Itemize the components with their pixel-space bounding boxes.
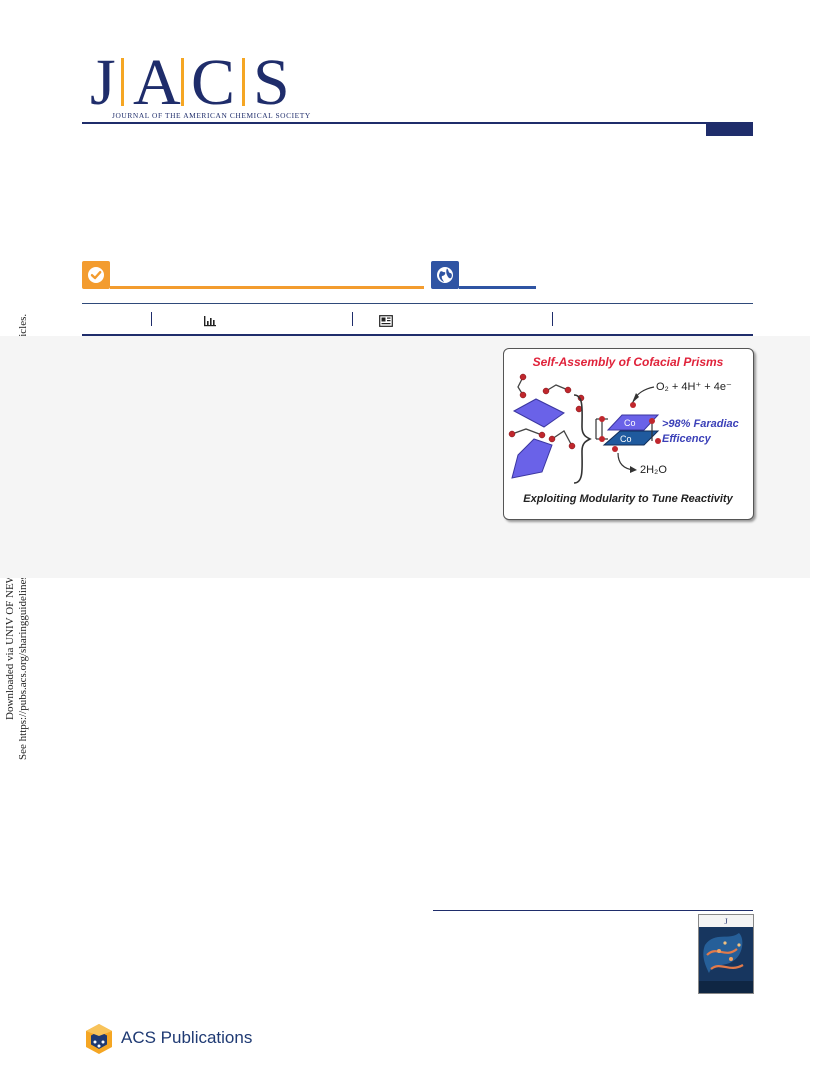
reaction-product: 2H₂O [640, 464, 667, 476]
bar-chart-icon[interactable] [203, 315, 217, 327]
cover-journal-mark: J [724, 917, 727, 926]
reaction-reactants: O₂ + 4H⁺ + 4e⁻ [656, 381, 732, 393]
logo-separator [121, 58, 124, 106]
toc-title: Self-Assembly of Cofacial Prisms [533, 355, 724, 369]
toc-caption: Exploiting Modularity to Tune Reactivity [523, 493, 733, 505]
open-access-rule [110, 286, 424, 289]
open-access-badge[interactable] [82, 261, 110, 289]
article-icon[interactable] [379, 315, 393, 327]
efficiency-line1: >98% Faradiac [662, 418, 739, 430]
logo-separator [181, 58, 184, 106]
metrics-top-rule [82, 303, 753, 304]
globe-icon [437, 267, 453, 283]
acs-publications-logo[interactable]: ACS Publications [82, 1022, 252, 1056]
logo-letter-c: C [191, 46, 236, 119]
metrics-divider [552, 312, 553, 326]
cofacial-prism: Co Co [595, 402, 661, 452]
rhombus-shape [511, 438, 553, 479]
metrics-divider [352, 312, 353, 326]
arrow-in-head [632, 393, 639, 403]
journal-cover-thumbnail[interactable]: J [698, 914, 754, 994]
checkmark-icon [88, 267, 104, 283]
globe-rule [459, 286, 536, 289]
metal-label-top: Co [624, 418, 636, 428]
metrics-divider [151, 312, 152, 326]
logo-letter-j: J [90, 46, 116, 119]
logo-letter-s: S [253, 46, 290, 119]
logo-separator [242, 58, 245, 106]
acs-publications-text: ACS Publications [121, 1028, 253, 1047]
acs-hexagon-icon [86, 1024, 112, 1054]
toc-graphic-svg: Self-Assembly of Cofacial Prisms [508, 355, 739, 505]
cover-art: J [699, 915, 753, 993]
journal-subtitle: JOURNAL OF THE AMERICAN CHEMICAL SOCIETY [112, 111, 311, 120]
arrow-out-head [630, 466, 637, 473]
header-rule [82, 122, 753, 124]
metal-label-bottom: Co [620, 434, 632, 444]
article-type-tab [706, 123, 753, 136]
journal-logo[interactable]: J A C S JOURNAL OF THE AMERICAN CHEMICAL… [82, 46, 312, 122]
linker-group [511, 376, 573, 447]
footnote-rule [433, 910, 753, 911]
linker-nodes [508, 373, 585, 450]
metrics-bottom-rule [82, 334, 753, 336]
rhombus-shape [512, 398, 565, 428]
efficiency-line2: Efficency [662, 433, 712, 445]
globe-badge[interactable] [431, 261, 459, 289]
brace [573, 394, 592, 484]
toc-graphic: Self-Assembly of Cofacial Prisms [503, 348, 754, 520]
logo-letter-a: A [133, 46, 181, 119]
